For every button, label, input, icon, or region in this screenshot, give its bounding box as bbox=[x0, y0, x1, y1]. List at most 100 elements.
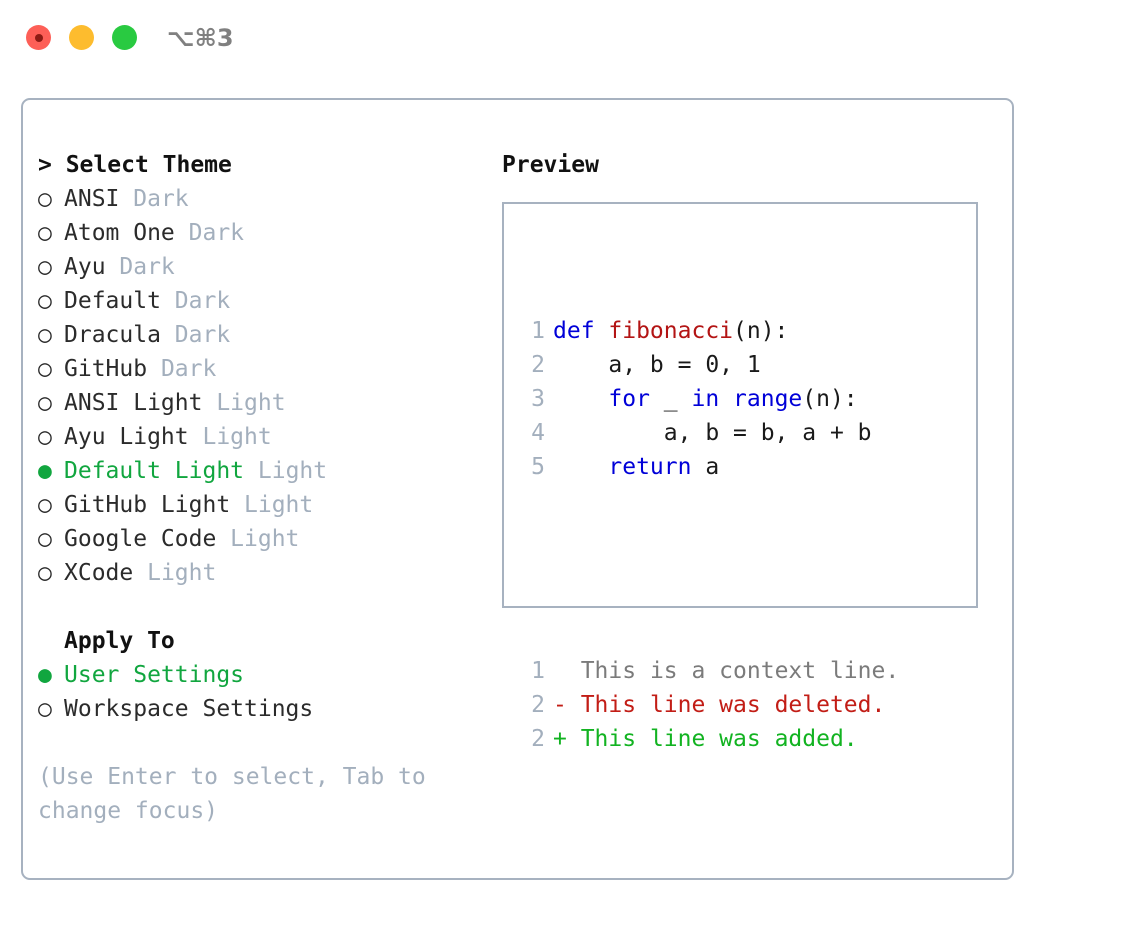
theme-option-name: XCode bbox=[64, 560, 148, 586]
theme-option[interactable]: ○ ANSI Dark bbox=[38, 182, 488, 216]
code-token: _ bbox=[649, 386, 692, 412]
code-line: 4 a, b = b, a + b bbox=[517, 416, 899, 450]
code-token: a, b = b, a + b bbox=[553, 420, 872, 446]
code-line: 3 for _ in range(n): bbox=[517, 382, 899, 416]
line-number: 2 bbox=[531, 726, 545, 752]
apply-to-heading: Apply To bbox=[64, 628, 175, 654]
theme-option[interactable]: ○ XCode Light bbox=[38, 556, 488, 590]
theme-option[interactable]: ○ Dracula Dark bbox=[38, 318, 488, 352]
prompt-caret-icon: > bbox=[38, 152, 66, 178]
keyboard-hint-text: (Use Enter to select, Tab to change focu… bbox=[38, 764, 426, 824]
theme-option[interactable]: ○ Google Code Light bbox=[38, 522, 488, 556]
theme-option-tag: Dark bbox=[174, 322, 231, 348]
theme-option-tag: Light bbox=[216, 390, 286, 416]
code-line: 2 a, b = 0, 1 bbox=[517, 348, 899, 382]
theme-option-tag: Dark bbox=[119, 254, 175, 280]
theme-option-name: Default bbox=[64, 288, 175, 314]
line-number: 3 bbox=[531, 386, 545, 412]
diff-line: 1 This is a context line. bbox=[517, 654, 899, 688]
theme-option-name: Default Light bbox=[64, 458, 258, 484]
apply-to-option[interactable]: ○Workspace Settings bbox=[38, 692, 488, 726]
radio-selected-icon: ● bbox=[38, 458, 52, 484]
code-token bbox=[553, 386, 608, 412]
radio-unselected-icon: ○ bbox=[38, 492, 52, 518]
radio-unselected-icon: ○ bbox=[38, 186, 52, 212]
apply-to-option-label: User Settings bbox=[64, 662, 245, 688]
radio-unselected-icon: ○ bbox=[38, 390, 52, 416]
traffic-light-group bbox=[26, 25, 137, 50]
radio-unselected-icon: ○ bbox=[38, 322, 52, 348]
line-number: 2 bbox=[531, 692, 545, 718]
apply-to-options: ● User Settings ○Workspace Settings bbox=[38, 658, 488, 726]
diff-marker: - bbox=[553, 692, 567, 718]
theme-option-name: Google Code bbox=[64, 526, 231, 552]
minimize-window-icon[interactable] bbox=[69, 25, 94, 50]
theme-option-tag: Light bbox=[202, 424, 272, 450]
select-theme-heading-text: Select Theme bbox=[65, 152, 232, 178]
theme-option-tag: Dark bbox=[133, 186, 189, 212]
code-token: (n): bbox=[733, 318, 789, 344]
theme-option-tag: Light bbox=[147, 560, 217, 586]
theme-option-tag: Dark bbox=[188, 220, 245, 246]
radio-unselected-icon: ○ bbox=[38, 526, 52, 552]
theme-option-tag: Light bbox=[257, 458, 328, 484]
code-token: return bbox=[608, 454, 692, 480]
diff-text: This line was added. bbox=[566, 726, 858, 752]
radio-unselected-icon: ○ bbox=[38, 288, 52, 314]
radio-unselected-icon: ○ bbox=[38, 254, 52, 280]
maximize-window-icon[interactable] bbox=[112, 25, 137, 50]
line-number: 1 bbox=[531, 658, 545, 684]
theme-option-tag: Dark bbox=[174, 288, 231, 314]
theme-list-column: > Select Theme ○ANSI Dark○Atom One Dark○… bbox=[38, 148, 488, 828]
theme-option[interactable]: ○Ayu Light Light bbox=[38, 420, 488, 454]
diff-text: This line was deleted. bbox=[566, 692, 886, 718]
diff-line: 2+ This line was added. bbox=[517, 722, 899, 756]
theme-option[interactable]: ○ ANSI Light Light bbox=[38, 386, 488, 420]
theme-selector-panel: > Select Theme ○ANSI Dark○Atom One Dark○… bbox=[21, 98, 1014, 880]
line-number: 4 bbox=[531, 420, 545, 446]
select-theme-heading: > Select Theme bbox=[38, 148, 488, 182]
code-token bbox=[553, 454, 608, 480]
diff-line: 2- This line was deleted. bbox=[517, 688, 899, 722]
theme-option-tag: Light bbox=[244, 492, 314, 518]
code-token: in range bbox=[691, 386, 803, 412]
theme-option-name: GitHub Light bbox=[64, 492, 245, 518]
apply-to-option-label: Workspace Settings bbox=[64, 696, 314, 722]
theme-option-name: ANSI Light bbox=[64, 390, 217, 416]
radio-unselected-icon: ○ bbox=[38, 356, 52, 382]
theme-option[interactable]: ○ Ayu Dark bbox=[38, 250, 488, 284]
keyboard-shortcut-label: ⌥⌘3 bbox=[167, 24, 234, 52]
diff-marker bbox=[553, 658, 567, 684]
theme-option[interactable]: ○ GitHub Dark bbox=[38, 352, 488, 386]
close-window-icon[interactable] bbox=[26, 25, 51, 50]
theme-option[interactable]: ● Default Light Light bbox=[38, 454, 488, 488]
code-line: 5 return a bbox=[517, 450, 899, 484]
theme-option-tag: Dark bbox=[160, 356, 217, 382]
theme-option-name: GitHub bbox=[64, 356, 161, 382]
code-token: a bbox=[691, 454, 720, 480]
theme-option-name: Ayu bbox=[64, 254, 120, 280]
theme-option[interactable]: ○ GitHub Light Light bbox=[38, 488, 488, 522]
code-token: for bbox=[608, 386, 650, 412]
theme-option-name: Ayu Light bbox=[64, 424, 203, 450]
radio-unselected-icon: ○ bbox=[38, 220, 52, 246]
radio-selected-icon: ● bbox=[38, 662, 52, 688]
diff-sample: 1 This is a context line.2- This line wa… bbox=[517, 654, 899, 756]
line-number: 2 bbox=[531, 352, 545, 378]
theme-list: ○ ANSI Dark ○ Atom One Dark ○ Ayu Dark ○ Defaul… bbox=[38, 182, 488, 590]
apply-to-option[interactable]: ● User Settings bbox=[38, 658, 488, 692]
theme-option-name: Dracula bbox=[64, 322, 175, 348]
radio-unselected-icon: ○ bbox=[38, 560, 52, 586]
title-bar: ⌥⌘3 bbox=[0, 0, 1140, 78]
code-token: fibonacci bbox=[608, 318, 734, 344]
theme-option-tag: Light bbox=[230, 526, 300, 552]
theme-option[interactable]: ○ Default Dark bbox=[38, 284, 488, 318]
theme-option[interactable]: ○ Atom One Dark bbox=[38, 216, 488, 250]
theme-option-name: Atom One bbox=[64, 220, 189, 246]
theme-option-name: ANSI bbox=[64, 186, 134, 212]
